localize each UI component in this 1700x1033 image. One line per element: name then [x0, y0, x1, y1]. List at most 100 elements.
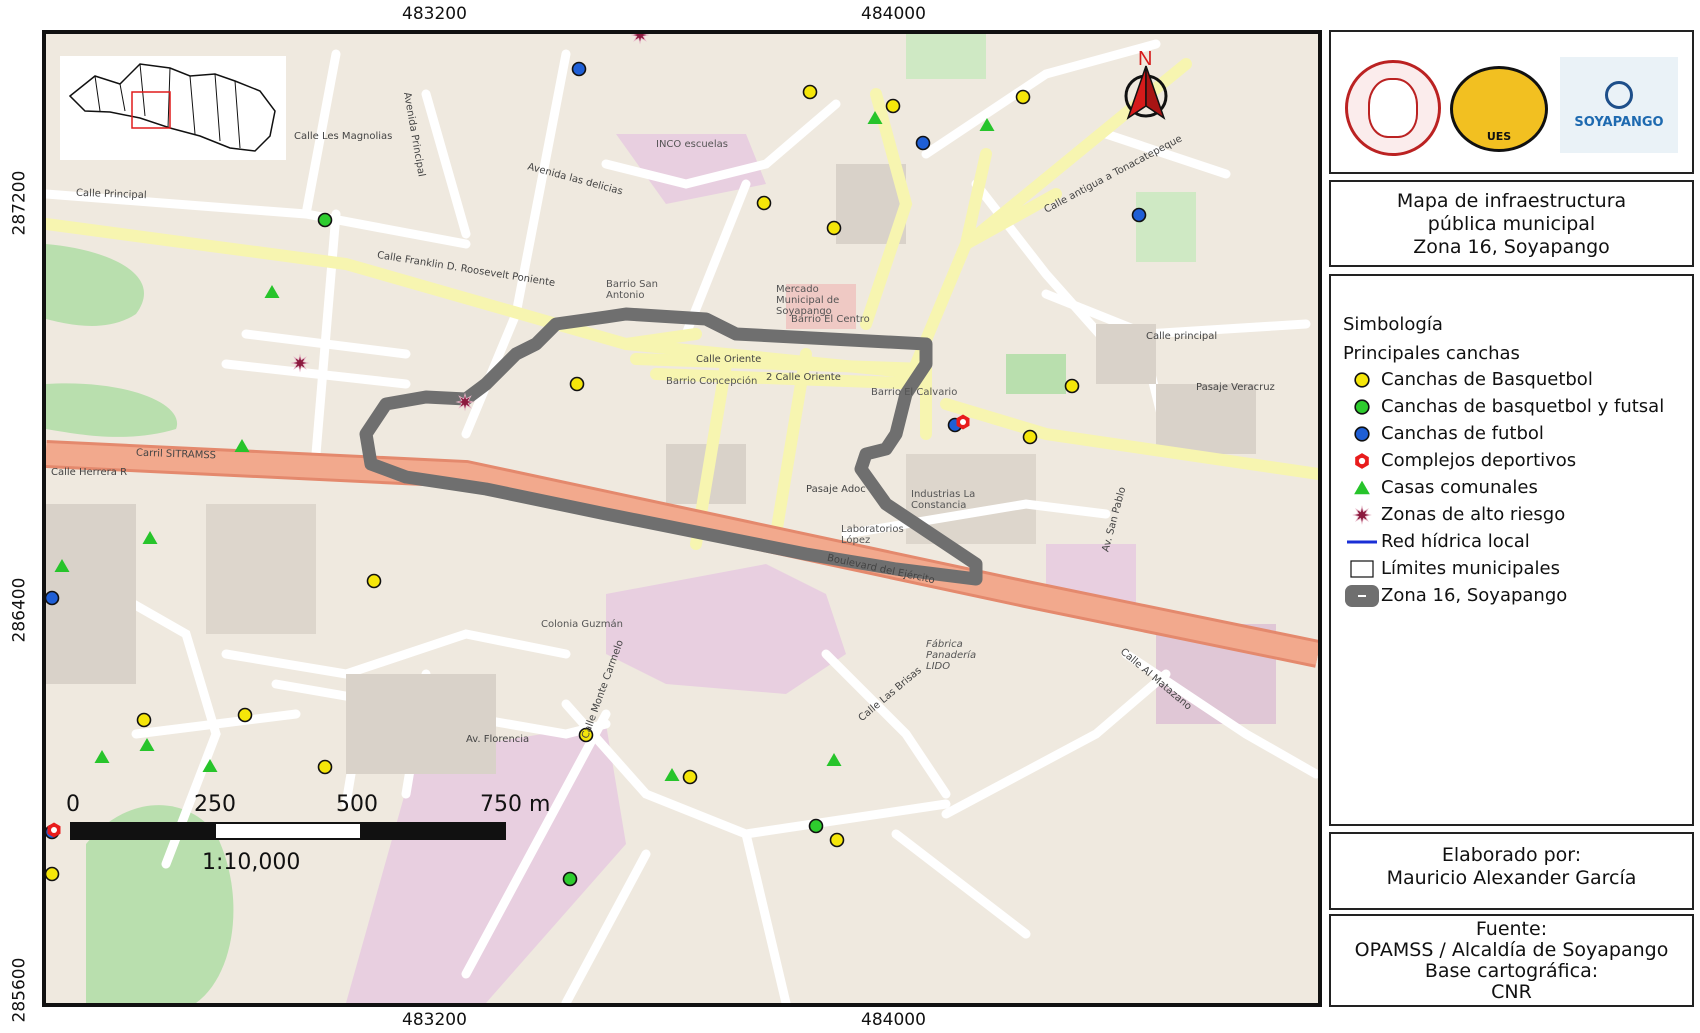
- high-risk-zone-marker[interactable]: [630, 34, 650, 45]
- street-label: Fábrica Panadería LIDO: [926, 639, 977, 672]
- locator-inset: [60, 56, 286, 160]
- green-area: [906, 34, 986, 79]
- legend-item: Canchas de futbol: [1343, 420, 1692, 447]
- scale-label-500: 500: [336, 792, 378, 817]
- map-title-line-1: Mapa de infraestructura: [1396, 190, 1627, 212]
- scale-label-750: 750 m: [480, 792, 551, 817]
- basketball-court-marker[interactable]: [366, 573, 382, 589]
- green-area: [46, 244, 144, 326]
- basemap-source: CNR: [1491, 981, 1532, 1003]
- street-label: Calle Les Magnolias: [294, 131, 393, 142]
- basketball-futsal-court-marker[interactable]: [562, 871, 578, 887]
- football-field-marker[interactable]: [571, 61, 587, 77]
- legend-symbol-icon: [1343, 476, 1381, 500]
- street-label: Laboratorios López: [841, 524, 904, 546]
- street-label: Calle principal: [1146, 331, 1218, 342]
- title-panel: Mapa de infraestructura pública municipa…: [1329, 180, 1694, 267]
- basketball-court-marker[interactable]: [682, 769, 698, 785]
- basketball-court-marker[interactable]: [756, 195, 772, 211]
- street-label: Pasaje Veracruz: [1196, 382, 1275, 393]
- basketball-court-marker[interactable]: [802, 84, 818, 100]
- community-house-marker[interactable]: [142, 531, 158, 544]
- legend-subheading: Principales canchas: [1343, 343, 1520, 364]
- community-house-marker[interactable]: [979, 118, 995, 131]
- basketball-court-marker[interactable]: [136, 712, 152, 728]
- basketball-court-marker[interactable]: [578, 727, 594, 743]
- scale-label-0: 0: [66, 792, 80, 817]
- community-house-marker[interactable]: [139, 738, 155, 751]
- high-risk-zone-marker[interactable]: [455, 392, 475, 412]
- legend-symbol-icon: [1343, 449, 1381, 473]
- legend-symbol-icon: [1343, 395, 1381, 419]
- basketball-court-marker[interactable]: [569, 376, 585, 392]
- street-label: Barrio San Antonio: [606, 279, 658, 301]
- map-title-line-3: Zona 16, Soyapango: [1413, 236, 1610, 258]
- commercial-area: [606, 564, 846, 694]
- locator-highlight: [131, 91, 171, 129]
- community-house-marker[interactable]: [826, 753, 842, 766]
- legend-symbol-icon: [1343, 503, 1381, 527]
- community-house-marker[interactable]: [234, 439, 250, 452]
- market-area: [786, 284, 856, 329]
- legend-label: Zonas de alto riesgo: [1381, 504, 1566, 525]
- street-label: 2 Calle Oriente: [766, 372, 841, 383]
- basketball-court-marker[interactable]: [317, 759, 333, 775]
- legend-label: Canchas de Basquetbol: [1381, 369, 1593, 390]
- green-area: [1006, 354, 1066, 394]
- el-salvador-outline: [68, 63, 276, 152]
- basketball-futsal-court-marker[interactable]: [808, 818, 824, 834]
- sports-complex-marker[interactable]: [47, 822, 61, 838]
- legend-label: Zona 16, Soyapango: [1381, 585, 1568, 606]
- street-label: Av. Florencia: [466, 734, 530, 745]
- basketball-futsal-court-marker[interactable]: [317, 212, 333, 228]
- street-label: Calle Herrera R: [51, 467, 128, 478]
- basketball-court-marker[interactable]: [1064, 378, 1080, 394]
- football-field-marker[interactable]: [46, 590, 60, 606]
- legend-label: Complejos deportivos: [1381, 450, 1577, 471]
- map-view[interactable]: Calle Principal Calle Franklin D. Roosev…: [42, 30, 1322, 1007]
- commercial-area: [346, 724, 626, 1003]
- community-house-marker[interactable]: [94, 750, 110, 763]
- basketball-court-marker[interactable]: [237, 707, 253, 723]
- basketball-court-marker[interactable]: [885, 98, 901, 114]
- legend-symbol-icon: [1343, 584, 1381, 608]
- legend-item: Red hídrica local: [1343, 528, 1692, 555]
- logo-soyapango-text: SOYAPANGO: [1574, 114, 1664, 130]
- community-house-marker[interactable]: [264, 285, 280, 298]
- scale-bar: [70, 822, 506, 840]
- football-field-marker[interactable]: [915, 135, 931, 151]
- high-risk-zone-marker[interactable]: [290, 353, 310, 373]
- legend-symbol-icon: [1343, 422, 1381, 446]
- street-label: Pasaje Adoc: [806, 484, 866, 495]
- community-house-marker[interactable]: [867, 111, 883, 124]
- sports-complex-marker[interactable]: [956, 414, 970, 430]
- north-label: N: [1138, 48, 1153, 70]
- football-field-marker[interactable]: [1131, 207, 1147, 223]
- basketball-court-marker[interactable]: [826, 220, 842, 236]
- credits-author: Mauricio Alexander García: [1386, 867, 1637, 889]
- logo-ues: [1345, 60, 1441, 156]
- green-area: [1136, 192, 1196, 262]
- source-text: OPAMSS / Alcaldía de Soyapango: [1354, 939, 1669, 961]
- green-area: [46, 383, 178, 437]
- legend-symbol-icon: [1343, 557, 1381, 581]
- community-house-marker[interactable]: [54, 559, 70, 572]
- community-house-marker[interactable]: [664, 768, 680, 781]
- basketball-court-marker[interactable]: [1022, 429, 1038, 445]
- basketball-court-marker[interactable]: [829, 832, 845, 848]
- commercial-area: [616, 134, 766, 204]
- x-coord-top-2: 484000: [861, 4, 926, 24]
- legend-item: Zonas de alto riesgo: [1343, 501, 1692, 528]
- map-canvas[interactable]: [46, 34, 1318, 1003]
- logo-agronomia: UES: [1450, 66, 1548, 152]
- street-label: Colonia Guzmán: [541, 619, 623, 630]
- source-label: Fuente:: [1475, 918, 1548, 940]
- community-house-marker[interactable]: [202, 759, 218, 772]
- basketball-court-marker[interactable]: [46, 866, 60, 882]
- y-coord-1: 287200: [9, 170, 30, 236]
- map-title-line-2: pública municipal: [1427, 213, 1596, 235]
- street-label: Barrio Concepción: [666, 376, 758, 387]
- basketball-court-marker[interactable]: [1015, 89, 1031, 105]
- credits-panel: Elaborado por: Mauricio Alexander García: [1329, 832, 1694, 910]
